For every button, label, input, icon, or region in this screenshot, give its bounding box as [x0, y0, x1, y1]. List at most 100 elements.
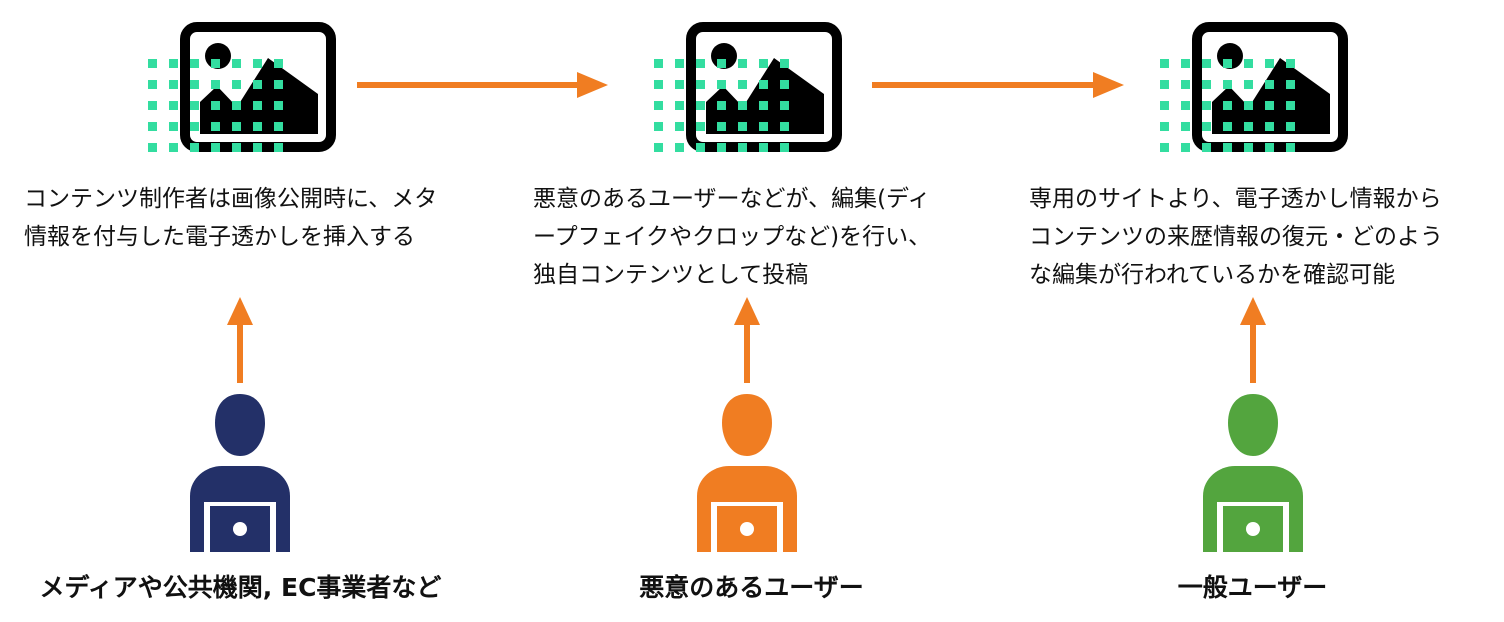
watermark-dot — [1265, 143, 1274, 152]
image-with-watermark-icon — [148, 22, 336, 152]
watermark-dot — [654, 101, 663, 110]
watermark-dot — [232, 101, 241, 110]
watermark-dot — [1160, 59, 1169, 68]
watermark-dot — [696, 122, 705, 131]
actor-label: メディアや公共機関, EC事業者など — [39, 573, 442, 602]
watermark-dot — [1286, 59, 1295, 68]
watermark-dot — [738, 122, 747, 131]
person-with-laptop-icon — [697, 394, 797, 552]
watermark-dot — [211, 122, 220, 131]
watermark-dot — [1244, 80, 1253, 89]
watermark-dot — [148, 143, 157, 152]
watermark-dot — [211, 80, 220, 89]
watermark-dot — [1265, 122, 1274, 131]
watermark-dot — [211, 59, 220, 68]
person-with-laptop-icon — [190, 394, 290, 552]
watermark-dot — [1286, 80, 1295, 89]
watermark-dot — [148, 59, 157, 68]
watermark-dot — [169, 59, 178, 68]
watermark-dot — [1202, 59, 1211, 68]
watermark-dot — [1181, 80, 1190, 89]
watermark-dot — [1286, 143, 1295, 152]
watermark-dot — [654, 143, 663, 152]
watermark-dot — [1223, 101, 1232, 110]
watermark-dot — [780, 80, 789, 89]
step-general-user: 専用のサイトより、電子透かし情報から コンテンツの来歴情報の復元・どのよう な編… — [1002, 0, 1503, 622]
watermark-dot — [253, 143, 262, 152]
watermark-dot — [780, 143, 789, 152]
watermark-dot — [780, 59, 789, 68]
watermark-dot — [274, 143, 283, 152]
watermark-dot — [675, 101, 684, 110]
watermark-dot — [148, 80, 157, 89]
watermark-dot — [738, 80, 747, 89]
watermark-dot — [190, 59, 199, 68]
image-with-watermark-icon — [1160, 22, 1348, 152]
watermark-dot — [759, 59, 768, 68]
watermark-dot — [1286, 122, 1295, 131]
watermark-dot — [675, 80, 684, 89]
watermark-dot — [1265, 59, 1274, 68]
watermark-dot — [675, 122, 684, 131]
watermark-dot — [232, 143, 241, 152]
watermark-dot — [1223, 80, 1232, 89]
watermark-dot — [1160, 122, 1169, 131]
watermark-dot — [717, 143, 726, 152]
watermark-dot — [738, 59, 747, 68]
watermark-dot — [759, 101, 768, 110]
watermark-dot — [759, 80, 768, 89]
watermark-dot — [232, 59, 241, 68]
watermark-dot — [1244, 59, 1253, 68]
watermark-dot — [274, 80, 283, 89]
watermark-dot — [253, 101, 262, 110]
watermark-dot — [211, 101, 220, 110]
watermark-dot — [1202, 80, 1211, 89]
watermark-dot — [1265, 101, 1274, 110]
up-arrow-icon — [1240, 297, 1266, 383]
watermark-dot — [654, 80, 663, 89]
watermark-dot — [738, 143, 747, 152]
watermark-dot — [1223, 59, 1232, 68]
up-arrow-icon — [227, 297, 253, 383]
watermark-dot — [780, 101, 789, 110]
watermark-dot — [190, 143, 199, 152]
watermark-dot — [675, 59, 684, 68]
watermark-dot — [169, 101, 178, 110]
watermark-dot — [1223, 122, 1232, 131]
step-malicious-user: 悪意のあるユーザーなどが、編集(ディ ープフェイクやクロップなど)を行い、 独自… — [501, 0, 1002, 622]
watermark-dot — [717, 80, 726, 89]
watermark-dot — [1160, 80, 1169, 89]
watermark-dot — [1223, 143, 1232, 152]
person-with-laptop-icon — [1203, 394, 1303, 552]
watermark-dot — [148, 101, 157, 110]
watermark-dot — [1265, 80, 1274, 89]
watermark-dot — [759, 122, 768, 131]
watermark-dot — [759, 143, 768, 152]
watermark-dot — [1160, 143, 1169, 152]
watermark-dot — [232, 80, 241, 89]
watermark-dot — [169, 122, 178, 131]
watermark-dot — [1181, 101, 1190, 110]
watermark-dot — [169, 143, 178, 152]
watermark-dot — [780, 122, 789, 131]
watermark-dot — [1202, 122, 1211, 131]
step-description: コンテンツ制作者は画像公開時に、メタ 情報を付与した電子透かしを挿入する — [24, 186, 438, 250]
watermark-dot — [190, 101, 199, 110]
watermark-dot — [274, 59, 283, 68]
watermark-dot — [1286, 101, 1295, 110]
watermark-dot — [675, 143, 684, 152]
watermark-dot — [696, 59, 705, 68]
watermark-dot — [717, 122, 726, 131]
watermark-dot — [1181, 122, 1190, 131]
watermark-dot — [654, 122, 663, 131]
watermark-dot — [717, 59, 726, 68]
watermark-dot — [148, 122, 157, 131]
watermark-dot — [190, 80, 199, 89]
watermark-dot — [696, 80, 705, 89]
watermark-dot — [1244, 143, 1253, 152]
watermark-dot — [274, 101, 283, 110]
watermark-dot — [190, 122, 199, 131]
watermark-dot — [1181, 59, 1190, 68]
step-creator: コンテンツ制作者は画像公開時に、メタ 情報を付与した電子透かしを挿入する メディ… — [0, 0, 501, 622]
actor-label: 一般ユーザー — [1177, 573, 1328, 602]
